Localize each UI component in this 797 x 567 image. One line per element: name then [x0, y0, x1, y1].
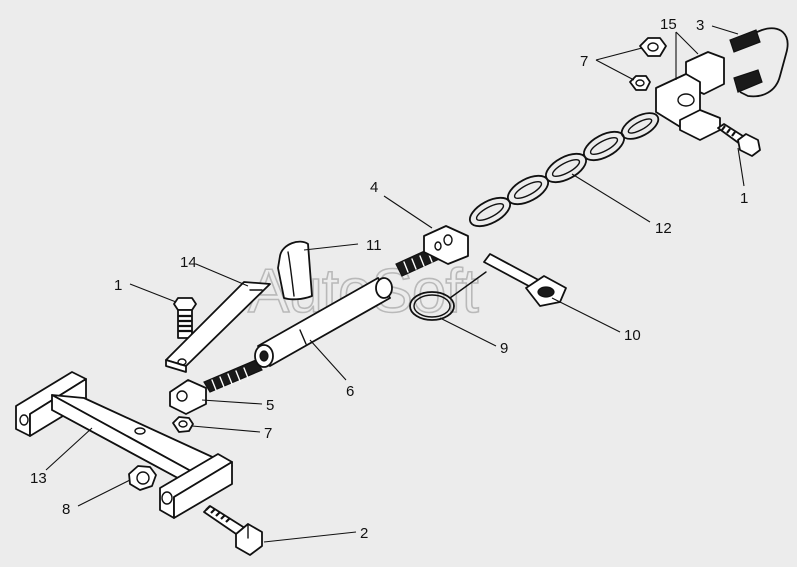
- part-2-bolt: [203, 505, 263, 556]
- leader-lines: [45, 25, 745, 543]
- callout-7-upper: 7: [580, 53, 588, 70]
- part-1-bolt-right: [717, 123, 761, 157]
- part-6-tube: [254, 277, 393, 368]
- callout-labels: 1 1 2 3 4 5 6 7 7 8 9 10 11 12 13 14 15: [30, 16, 748, 542]
- part-11-clip: [277, 240, 313, 301]
- part-7-nut-lower: [172, 416, 194, 433]
- callout-10: 10: [624, 327, 641, 344]
- part-7-nuts-upper: [629, 37, 667, 91]
- callout-1-right: 1: [740, 190, 748, 207]
- part-8-nut: [128, 465, 157, 491]
- part-10-pin: [483, 253, 567, 307]
- part-14-strap: [165, 281, 271, 373]
- callout-13: 13: [30, 470, 47, 487]
- part-13-crossbar-bracket: [15, 371, 233, 519]
- part-3-u-bolt: [729, 27, 789, 98]
- callout-6: 6: [346, 383, 354, 400]
- callout-12: 12: [655, 220, 672, 237]
- callout-3: 3: [696, 17, 704, 34]
- part-5-clevis: [169, 359, 263, 415]
- callout-9: 9: [500, 340, 508, 357]
- callout-1-left: 1: [114, 277, 122, 294]
- callout-4: 4: [370, 179, 378, 196]
- callout-5: 5: [266, 397, 274, 414]
- callout-14: 14: [180, 254, 197, 271]
- part-4-clevis: [395, 225, 469, 277]
- part-15-bracket: [655, 51, 725, 141]
- part-1-bolt-left: [173, 297, 197, 339]
- callout-15: 15: [660, 16, 677, 33]
- callout-7-lower: 7: [264, 425, 272, 442]
- callout-8: 8: [62, 501, 70, 518]
- callout-2: 2: [360, 525, 368, 542]
- callout-11: 11: [366, 237, 382, 254]
- part-9-ring: [409, 271, 487, 321]
- part-12-chain: [469, 112, 660, 228]
